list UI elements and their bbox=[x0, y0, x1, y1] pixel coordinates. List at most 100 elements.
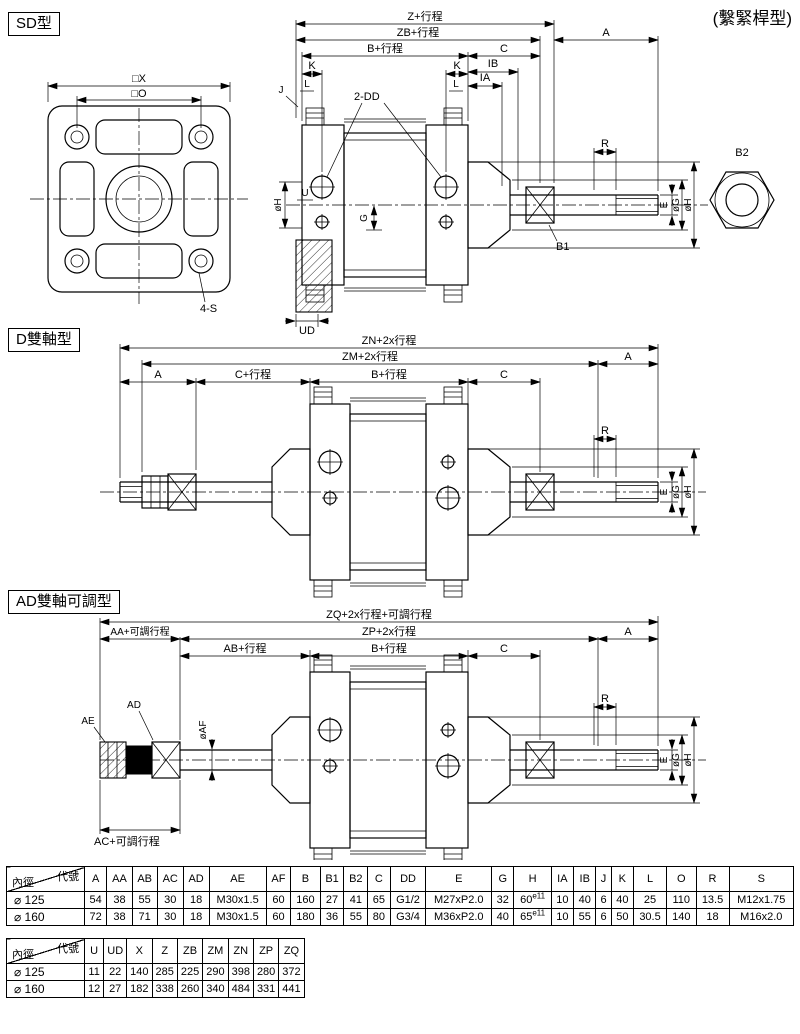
dim-label-aa: AA+可調行程 bbox=[110, 625, 169, 638]
section-title-sd-text: SD型 bbox=[16, 15, 52, 32]
table-cell: 18 bbox=[182, 891, 210, 909]
column-header: ZM bbox=[202, 938, 229, 964]
table-cell: 40 bbox=[610, 891, 635, 909]
dim-label-oh-left: øH bbox=[273, 198, 284, 211]
column-header: X bbox=[126, 938, 153, 964]
table-cell: 280 bbox=[252, 963, 280, 981]
ad-body bbox=[99, 654, 707, 860]
technical-drawing: □X □O 4-S R E øG bbox=[30, 10, 775, 860]
dim-label-ad: AD bbox=[127, 700, 141, 711]
section-title-sd: SD型 bbox=[8, 12, 60, 36]
dim-label-a-left: A bbox=[154, 369, 162, 381]
table-cell: G1/2 bbox=[389, 891, 427, 909]
corner-cell: 代號 內徑 bbox=[6, 938, 85, 964]
column-header: Z bbox=[151, 938, 178, 964]
table-cell: 41 bbox=[343, 891, 369, 909]
column-header: H bbox=[513, 866, 552, 892]
cell-superscript: e11 bbox=[532, 891, 546, 901]
dim-label-ac: AC+可調行程 bbox=[94, 834, 160, 848]
column-header: AA bbox=[106, 866, 133, 892]
column-header: UD bbox=[103, 938, 128, 964]
dim-label-ib: IB bbox=[488, 58, 498, 70]
column-header: S bbox=[728, 866, 795, 892]
dim-label-oh: øH bbox=[683, 198, 694, 211]
dim-label-zb: ZB+行程 bbox=[397, 26, 439, 39]
table-cell: 30 bbox=[156, 908, 184, 926]
table-cell: 182 bbox=[126, 980, 153, 998]
dim-label-b2: B2 bbox=[735, 147, 748, 159]
table-cell: M12x1.75 bbox=[728, 891, 795, 909]
column-header: K bbox=[610, 866, 635, 892]
table-cell: 38 bbox=[106, 908, 133, 926]
dim-label-zn: ZN+2x行程 bbox=[362, 334, 417, 347]
table-cell: 260 bbox=[176, 980, 204, 998]
table-cell: 50 bbox=[610, 908, 635, 926]
rod-boss bbox=[271, 716, 311, 804]
bolt-hole bbox=[188, 124, 214, 150]
column-header: O bbox=[666, 866, 697, 892]
port bbox=[317, 449, 461, 511]
table-cell: 140 bbox=[126, 963, 153, 981]
dim-label-zq: ZQ+2x行程+可調行程 bbox=[326, 607, 432, 621]
table-cell: 398 bbox=[227, 963, 254, 981]
column-header: R bbox=[695, 866, 730, 892]
row-label: ⌀ 125 bbox=[6, 891, 85, 909]
column-header: ZN bbox=[227, 938, 254, 964]
table-cell: 65 bbox=[367, 891, 391, 909]
dim-label-j: J bbox=[279, 85, 284, 96]
section-title-d: D雙軸型 bbox=[8, 328, 80, 352]
dim-label-og: øG bbox=[671, 198, 682, 212]
table-cell: 55 bbox=[343, 908, 369, 926]
table-cell: 441 bbox=[278, 980, 305, 998]
dim-label-u: U bbox=[301, 188, 308, 199]
d-left-rod bbox=[119, 448, 311, 536]
rod-assembly-right: R E øG øH bbox=[467, 138, 700, 249]
table-cell: M30x1.5 bbox=[208, 891, 267, 909]
table-cell: 60 bbox=[265, 908, 292, 926]
port bbox=[309, 174, 459, 230]
sd-side-view bbox=[286, 107, 708, 313]
cylinder-tube bbox=[349, 413, 427, 571]
table-cell: 25 bbox=[633, 891, 668, 909]
table-cell: M36xP2.0 bbox=[425, 908, 493, 926]
table-cell: 38 bbox=[106, 891, 133, 909]
d-right-rod bbox=[468, 425, 700, 535]
table-cell: 180 bbox=[290, 908, 321, 926]
dim-label-2dd: 2-DD bbox=[354, 91, 380, 103]
corner-cell: 代號 內徑 bbox=[6, 866, 85, 892]
dim-label-l-left: L bbox=[304, 79, 310, 90]
table-cell: 12 bbox=[83, 980, 105, 998]
bolt-hole bbox=[64, 248, 90, 274]
table-cell: 72 bbox=[83, 908, 108, 926]
dim-label-c: C bbox=[500, 369, 508, 381]
row-label: ⌀ 125 bbox=[6, 963, 85, 981]
dim-label-zm: ZM+2x行程 bbox=[342, 350, 398, 363]
dim-label-g: G bbox=[359, 214, 370, 222]
ad-right-rod bbox=[468, 693, 700, 803]
dim-label-b: B+行程 bbox=[371, 642, 407, 655]
column-header: AE bbox=[208, 866, 267, 892]
section-title-ad-text: AD雙軸可調型 bbox=[16, 593, 112, 610]
corner-bottom-label: 內徑 bbox=[12, 877, 34, 889]
column-header: AC bbox=[156, 866, 184, 892]
b2-end-view: B2 bbox=[709, 147, 775, 229]
dim-label-b: B+行程 bbox=[367, 42, 403, 55]
flange-section bbox=[295, 239, 333, 313]
dim-label-square-x: □X bbox=[132, 73, 147, 85]
table-cell: 290 bbox=[202, 963, 229, 981]
section-title-d-text: D雙軸型 bbox=[16, 331, 72, 348]
dim-label-ae: AE bbox=[81, 716, 95, 727]
bolt-hole bbox=[64, 124, 90, 150]
page-corner-label: (繫緊桿型) bbox=[712, 9, 792, 28]
dim-label-c: C bbox=[500, 643, 508, 655]
column-header: C bbox=[367, 866, 391, 892]
dim-label-square-o: □O bbox=[131, 88, 147, 100]
column-header: IA bbox=[550, 866, 575, 892]
dim-label-ab: AB+行程 bbox=[223, 642, 266, 655]
lock-block bbox=[125, 745, 153, 775]
column-header: U bbox=[83, 938, 105, 964]
